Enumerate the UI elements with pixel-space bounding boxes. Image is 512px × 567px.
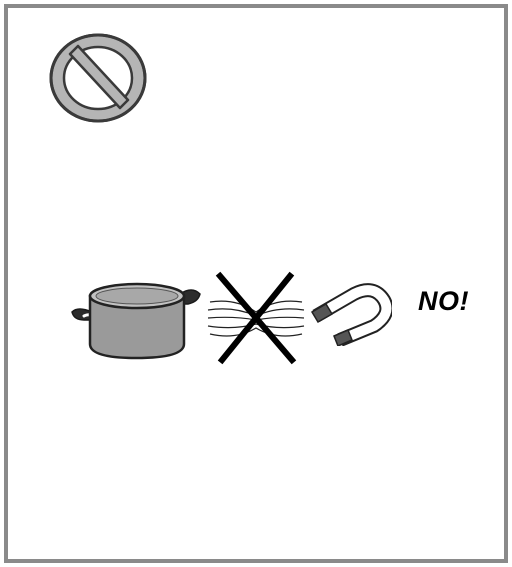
prohibition-sign-icon: [46, 30, 150, 126]
crossed-out-magnetic-field-icon: [206, 270, 306, 366]
horseshoe-magnet-icon: [308, 282, 392, 346]
warning-panel: NO!: [4, 4, 508, 563]
cooking-pot-icon: [68, 274, 204, 364]
no-warning-text: NO!: [418, 286, 469, 317]
illustration-row: NO!: [68, 270, 498, 370]
